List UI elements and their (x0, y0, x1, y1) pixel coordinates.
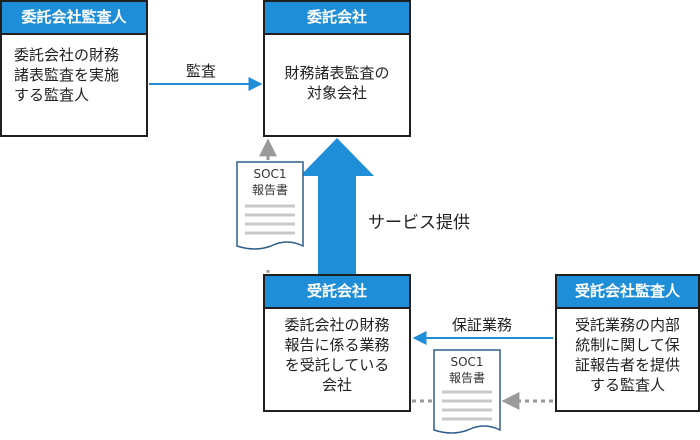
document-subtitle: 報告書 (251, 183, 288, 197)
box-header: 受託会社 (265, 276, 409, 309)
soc1-report-document-icon: SOC1 報告書 (235, 160, 305, 252)
box-line: 受託業務の内部 (574, 316, 680, 334)
box-header: 委託会社監査人 (2, 2, 146, 35)
box-description: 受託業務の内部 統制に関して保 証報告者を提供 する監査人 (557, 309, 698, 401)
audit-label: 監査 (186, 62, 217, 80)
box-description: 委託会社の財務 報告に係る業務 を受託している 会社 (265, 309, 409, 401)
document-icon (236, 161, 304, 250)
box-header: 受託会社監査人 (557, 276, 698, 309)
box-line: する監査人 (589, 376, 665, 394)
service-provision-arrow (300, 138, 374, 274)
box-line: 委託会社の財務 (284, 316, 390, 334)
box-line: 報告に係る業務 (284, 336, 390, 354)
box-line: 対象会社 (306, 84, 367, 102)
box-description: 委託会社の財務 諸表監査を実施 する監査人 (2, 35, 146, 115)
box-line: 統制に関して保 (575, 336, 680, 354)
service-organization-box: 受託会社 委託会社の財務 報告に係る業務 を受託している 会社 (263, 274, 411, 412)
box-line: 財務諸表監査の (284, 64, 390, 82)
document-icon (433, 349, 501, 434)
box-line: 委託会社の財務 (14, 46, 120, 64)
box-line: する監査人 (14, 86, 90, 104)
box-line: 会社 (321, 376, 352, 394)
box-description: 財務諸表監査の 対象会社 (265, 35, 409, 113)
document-subtitle: 報告書 (448, 371, 485, 385)
user-entity-box: 委託会社 財務諸表監査の 対象会社 (263, 0, 411, 137)
box-line: を受託している (284, 356, 390, 374)
service-organization-auditor-box: 委託会社監査人 委託会社の財務 諸表監査を実施 する監査人 (0, 0, 148, 137)
soc1-report-document-icon: SOC1 報告書 (432, 348, 502, 436)
document-title: SOC1 (450, 355, 484, 369)
assurance-engagement-label: 保証業務 (452, 316, 513, 334)
box-line: 証報告者を提供 (574, 356, 680, 374)
service-provision-label: サービス提供 (368, 213, 470, 233)
service-auditor-box: 受託会社監査人 受託業務の内部 統制に関して保 証報告者を提供 する監査人 (555, 274, 700, 412)
box-header: 委託会社 (265, 2, 409, 35)
box-line: 諸表監査を実施 (14, 66, 120, 84)
document-title: SOC1 (253, 167, 287, 181)
